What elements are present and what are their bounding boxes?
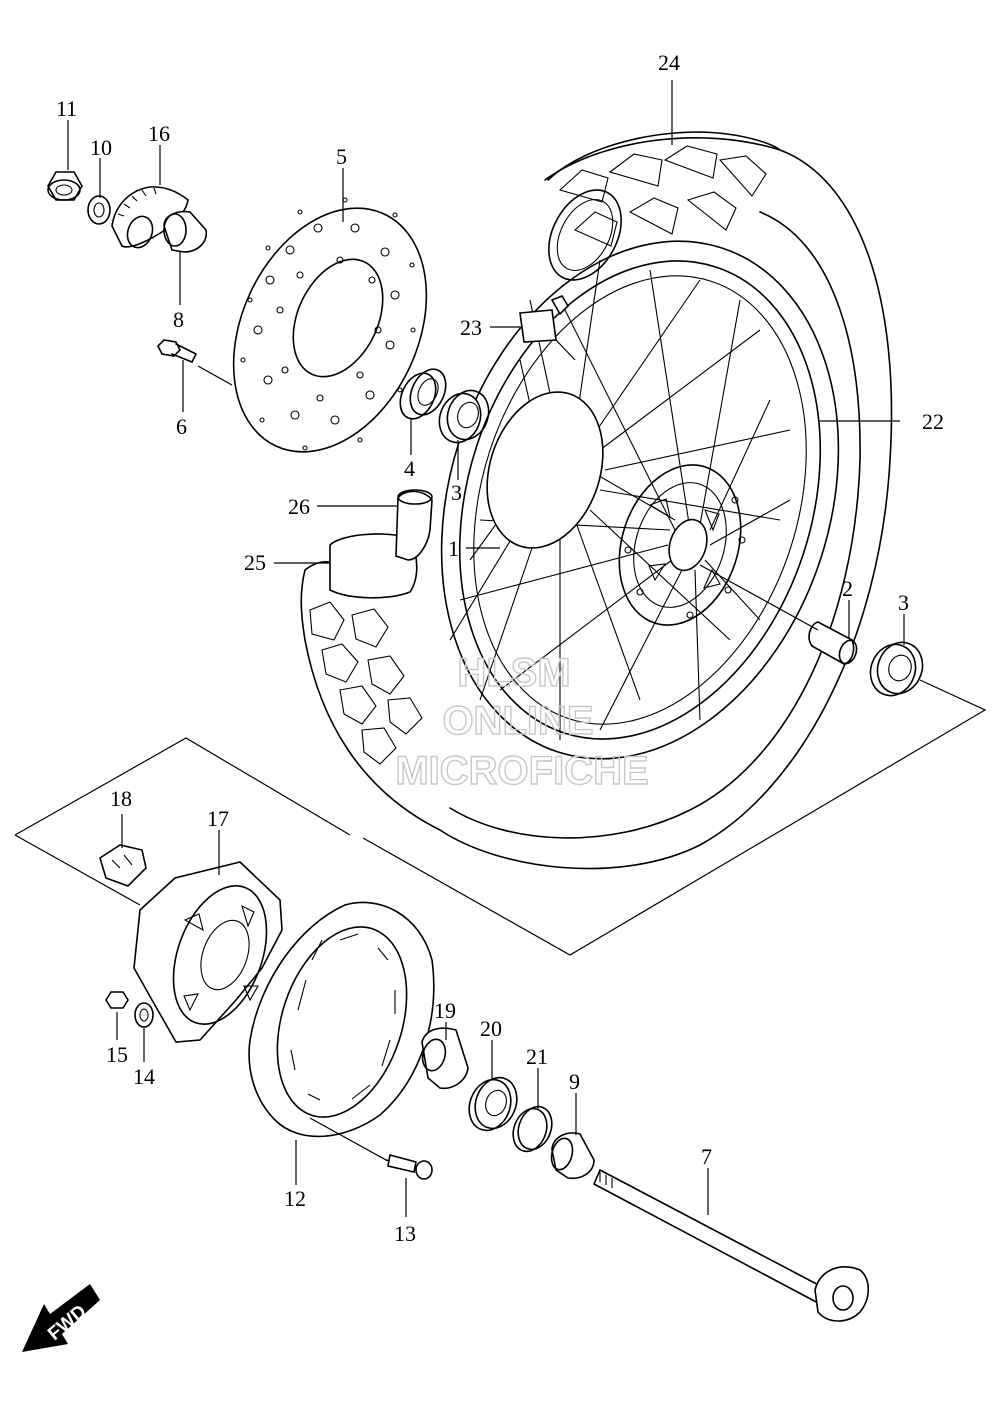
callout-1: 1 bbox=[448, 536, 459, 561]
callout-15: 15 bbox=[106, 1042, 128, 1067]
rear-hub bbox=[486, 391, 746, 626]
callout-24: 24 bbox=[658, 50, 680, 75]
callout-19: 19 bbox=[434, 998, 456, 1023]
washer-14 bbox=[134, 1002, 154, 1028]
watermark-line-1: HLSM bbox=[457, 651, 570, 695]
fwd-arrow-icon: FWD bbox=[22, 1284, 100, 1352]
callout-16: 16 bbox=[148, 121, 170, 146]
watermark-line-3: MICROFICHE bbox=[395, 749, 648, 793]
callout-5: 5 bbox=[336, 144, 347, 169]
nut-15 bbox=[105, 991, 129, 1009]
tire bbox=[300, 131, 893, 870]
leader-lines bbox=[67, 80, 905, 1217]
callout-7: 7 bbox=[701, 1144, 712, 1169]
washer-10 bbox=[87, 195, 111, 225]
bolt-6 bbox=[157, 339, 197, 363]
sprocket-carrier-17 bbox=[133, 861, 283, 1043]
callout-12: 12 bbox=[284, 1186, 306, 1211]
callout-8: 8 bbox=[173, 307, 184, 332]
bearing-20 bbox=[468, 1076, 518, 1132]
callout-26: 26 bbox=[288, 494, 310, 519]
callout-11: 11 bbox=[56, 96, 77, 121]
callout-6: 6 bbox=[176, 414, 187, 439]
brake-disc bbox=[232, 197, 428, 453]
watermark: HLSM ONLINE MICROFICHE bbox=[395, 650, 650, 793]
spacer-2 bbox=[808, 621, 858, 665]
callout-9: 9 bbox=[569, 1069, 580, 1094]
bearing-3-upper bbox=[438, 389, 490, 444]
callout-2: 2 bbox=[842, 576, 853, 601]
callout-4: 4 bbox=[404, 456, 415, 481]
rim-band-25-26 bbox=[329, 489, 433, 599]
callout-14: 14 bbox=[133, 1064, 155, 1089]
assembly-outline bbox=[14, 679, 987, 956]
watermark-line-2: ONLINE bbox=[442, 699, 593, 743]
oil-seal-4 bbox=[399, 368, 447, 420]
spokes bbox=[449, 259, 791, 740]
rear-sprocket-12 bbox=[248, 901, 435, 1138]
bolt-13 bbox=[385, 1154, 433, 1180]
callout-17: 17 bbox=[207, 806, 229, 831]
spacer-9 bbox=[550, 1132, 595, 1180]
callout-3-upper: 3 bbox=[451, 480, 462, 505]
callout-22: 22 bbox=[922, 409, 944, 434]
callout-23: 23 bbox=[460, 315, 482, 340]
callout-25: 25 bbox=[244, 550, 266, 575]
sprocket-16 bbox=[111, 186, 189, 249]
bearing-3-right bbox=[869, 641, 924, 697]
damper-18 bbox=[99, 844, 147, 887]
callout-labels: 11 10 16 5 8 6 4 3 23 24 22 26 25 1 2 3 … bbox=[56, 50, 944, 1246]
callout-20: 20 bbox=[480, 1016, 502, 1041]
nut-11 bbox=[47, 171, 83, 201]
callout-10: 10 bbox=[90, 135, 112, 160]
spacer-19 bbox=[421, 1027, 469, 1090]
spacer-8 bbox=[163, 210, 208, 253]
callout-3-right: 3 bbox=[898, 590, 909, 615]
axle-7 bbox=[592, 1168, 870, 1322]
callout-18: 18 bbox=[110, 786, 132, 811]
callout-13: 13 bbox=[394, 1221, 416, 1246]
callout-21: 21 bbox=[526, 1044, 548, 1069]
tire-valve-23 bbox=[519, 295, 570, 343]
